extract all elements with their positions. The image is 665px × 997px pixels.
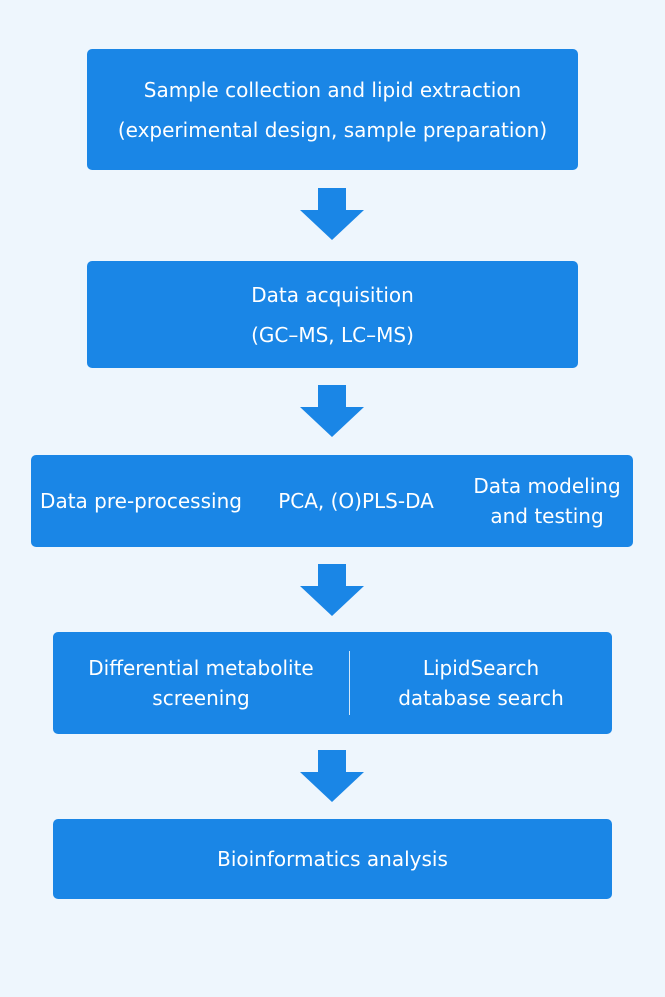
step-cell-label: database search (398, 686, 564, 710)
step-cell-label: and testing (490, 504, 604, 528)
step-title: Bioinformatics analysis (217, 847, 448, 871)
step-subtitle: (experimental design, sample preparation… (117, 117, 548, 142)
step-cell-modeling: Data modeling and testing (461, 455, 633, 547)
column-divider (349, 651, 350, 715)
step-cell-label: Data modeling (473, 474, 621, 498)
step-cell-lipidsearch: LipidSearch database search (350, 632, 612, 734)
step-cell-label: LipidSearch (422, 656, 540, 680)
step-cell-label: Data pre-processing (40, 489, 242, 513)
step-data-processing: Data pre-processing PCA, (O)PLS-DA Data … (31, 455, 633, 547)
step-title: Sample collection and lipid extraction (143, 77, 522, 102)
step-cell-differential: Differential metabolite screening (53, 632, 349, 734)
step-cell-label: PCA, (O)PLS-DA (278, 489, 434, 513)
step-sample-collection: Sample collection and lipid extraction (… (87, 49, 578, 170)
down-arrow-icon (300, 564, 364, 616)
step-cell-pca: PCA, (O)PLS-DA (251, 455, 461, 547)
step-subtitle: (GC–MS, LC–MS) (251, 322, 414, 347)
step-screening: Differential metabolite screening LipidS… (53, 632, 612, 734)
step-cell-label: Differential metabolite (88, 656, 314, 680)
step-data-acquisition: Data acquisition (GC–MS, LC–MS) (87, 261, 578, 368)
step-bioinformatics: Bioinformatics analysis (53, 819, 612, 899)
step-title: Data acquisition (251, 282, 414, 307)
down-arrow-icon (300, 750, 364, 802)
step-cell-label: screening (152, 686, 250, 710)
step-cell-preprocessing: Data pre-processing (31, 455, 251, 547)
down-arrow-icon (300, 188, 364, 240)
down-arrow-icon (300, 385, 364, 437)
